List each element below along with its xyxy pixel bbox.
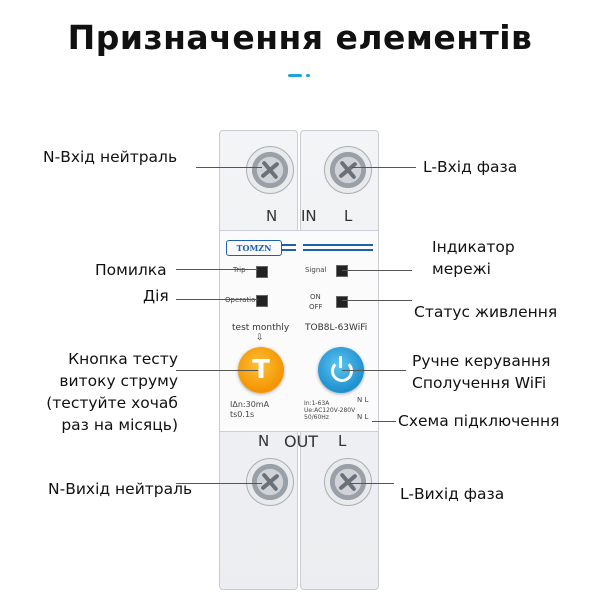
label-l-input: L-Вхід фаза xyxy=(423,158,518,176)
power-icon-bar xyxy=(339,356,342,368)
power-icon xyxy=(331,360,353,382)
page-title: Призначення елементів xyxy=(67,18,533,57)
top-n-label: N xyxy=(266,207,278,225)
brand-logo: TOMZN xyxy=(226,240,282,256)
signal-label: Signal xyxy=(305,266,327,274)
wiring-marks: N L xyxy=(357,413,369,421)
rating-label: In:1-63A xyxy=(304,400,330,407)
bottom-l-label: L xyxy=(338,432,347,450)
test-arrow-icon: ⇩ xyxy=(256,333,264,343)
leader-line xyxy=(176,370,258,371)
label-n-input: N-Вхід нейтраль xyxy=(43,148,178,166)
brand-stripe xyxy=(282,249,296,251)
front-panel xyxy=(220,230,378,432)
leader-line xyxy=(196,167,262,168)
terminal-l-in-icon xyxy=(324,146,372,194)
terminal-l-out-icon xyxy=(324,458,372,506)
test-glyph: T xyxy=(252,355,270,385)
label-test-button: Кнопка тесту витоку струму (тестуйте хоч… xyxy=(46,350,178,434)
leader-line xyxy=(176,269,258,270)
label-network-indicator: Індикатор мережі xyxy=(432,238,515,278)
label-l-output: L-Вихід фаза xyxy=(400,485,505,503)
operation-indicator-icon xyxy=(256,295,268,307)
top-l-label: L xyxy=(344,207,353,225)
title-underline xyxy=(288,74,302,77)
frequency-label: 50/60Hz xyxy=(304,414,329,421)
label-error: Помилка xyxy=(95,261,167,279)
bottom-out-label: OUT xyxy=(284,432,319,451)
operation-label: Operation xyxy=(225,296,260,304)
top-in-label: IN xyxy=(301,207,317,225)
brand-stripe xyxy=(303,244,373,246)
label-power-status: Статус живлення xyxy=(414,303,558,321)
leader-line xyxy=(372,421,396,422)
leader-line xyxy=(176,299,258,300)
leader-line xyxy=(342,270,412,271)
off-label: OFF xyxy=(309,303,323,311)
leader-line xyxy=(342,300,412,301)
leader-line xyxy=(350,483,394,484)
trip-indicator-icon xyxy=(256,266,268,278)
model-label: TOB8L-63WiFi xyxy=(305,323,368,333)
title-underline-dot xyxy=(306,74,310,77)
leader-line xyxy=(176,483,262,484)
label-action: Дія xyxy=(143,287,169,305)
voltage-label: Ue:AC120V-280V xyxy=(304,407,356,414)
bottom-n-label: N xyxy=(258,432,270,450)
brand-stripe xyxy=(282,244,296,246)
label-manual-control: Ручне керування Сполучення WiFi xyxy=(412,352,551,392)
wiring-marks: N L xyxy=(357,396,369,404)
trip-time-label: ts0.1s xyxy=(230,410,255,419)
label-wiring-diagram: Схема підключення xyxy=(398,412,560,430)
on-label: ON xyxy=(310,293,321,301)
test-monthly-label: test monthly xyxy=(232,323,290,333)
terminal-n-in-icon xyxy=(246,146,294,194)
terminal-n-out-icon xyxy=(246,458,294,506)
signal-indicator-icon xyxy=(336,265,348,277)
label-n-output: N-Вихід нейтраль xyxy=(48,480,193,498)
leader-line xyxy=(342,370,406,371)
leader-line xyxy=(352,167,416,168)
leak-current-label: IΔn:30mA xyxy=(230,400,270,409)
trip-label: Trip xyxy=(233,266,246,274)
power-indicator-icon xyxy=(336,296,348,308)
brand-stripe xyxy=(303,249,373,251)
